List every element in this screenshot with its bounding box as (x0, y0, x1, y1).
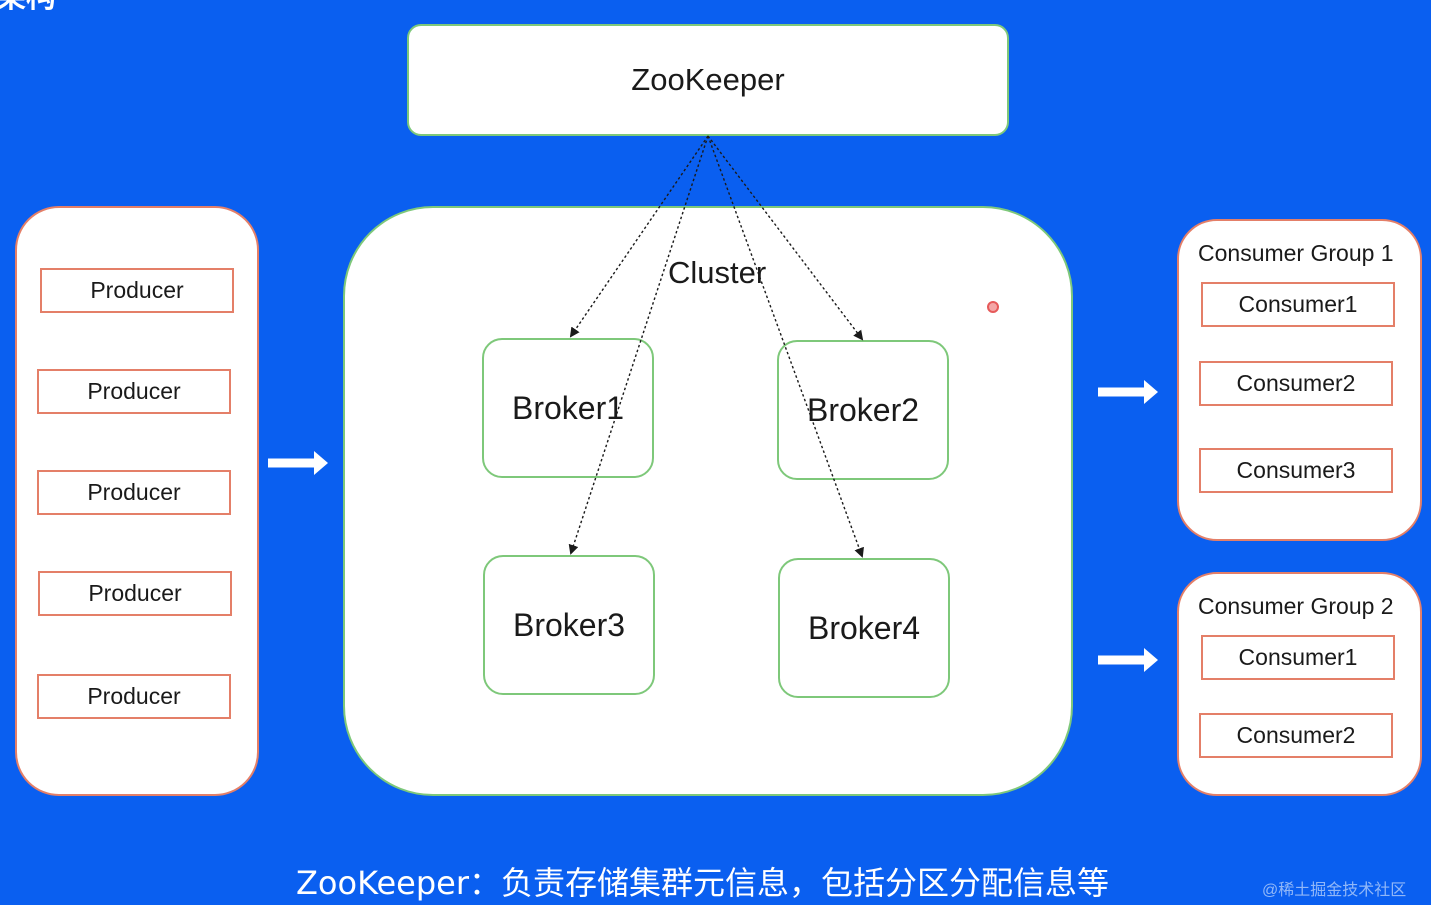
consumer-label: Consumer1 (1238, 291, 1358, 317)
broker-node: Broker2 (777, 340, 949, 480)
cluster-panel (343, 206, 1073, 796)
zookeeper-to-broker3-arrow (568, 135, 709, 555)
consumer-group-title: Consumer Group 1 (1198, 240, 1394, 266)
zookeeper-node: ZooKeeper (407, 24, 1009, 136)
producer-box: Producer (40, 268, 234, 313)
pointer-dot (987, 301, 999, 313)
producer-label: Producer (90, 277, 184, 303)
broker-node: Broker3 (483, 555, 655, 695)
consumer-box: Consumer2 (1199, 361, 1393, 406)
consumer-group-title: Consumer Group 2 (1198, 593, 1394, 619)
consumer-box: Consumer1 (1201, 282, 1395, 327)
slide-title-fragment: 架构 (0, 0, 246, 10)
producer-box: Producer (37, 674, 231, 719)
zookeeper-to-broker1-arrow (569, 135, 709, 338)
broker-node: Broker4 (778, 558, 950, 698)
producer-label: Producer (87, 378, 181, 404)
broker-node: Broker1 (482, 338, 654, 478)
consumer-box: Consumer3 (1199, 448, 1393, 493)
consumer-box: Consumer1 (1201, 635, 1395, 680)
consumer-label: Consumer3 (1236, 457, 1356, 483)
consumer-label: Consumer2 (1236, 370, 1356, 396)
consumer-group-2-panel (1177, 572, 1422, 796)
zookeeper-to-broker2-arrow (707, 135, 864, 341)
producer-box: Producer (37, 470, 231, 515)
consumer-label: Consumer2 (1236, 722, 1356, 748)
consumer-label: Consumer1 (1238, 644, 1358, 670)
producer-label: Producer (88, 580, 182, 606)
producer-label: Producer (87, 683, 181, 709)
producer-label: Producer (87, 479, 181, 505)
zookeeper-label: ZooKeeper (631, 62, 785, 97)
caption-text: ZooKeeper：负责存储集群元信息，包括分区分配信息等 (296, 864, 1110, 902)
broker-label: Broker2 (806, 391, 920, 428)
consumer-box: Consumer2 (1199, 713, 1393, 758)
cluster-label: Cluster (668, 255, 767, 290)
broker-label: Broker4 (807, 609, 921, 646)
broker-label: Broker3 (512, 606, 626, 643)
watermark: @稀土掘金技术社区 (1262, 882, 1407, 899)
zookeeper-to-broker4-arrow (707, 135, 864, 558)
producer-box: Producer (37, 369, 231, 414)
producer-box: Producer (38, 571, 232, 616)
broker-label: Broker1 (511, 389, 625, 426)
